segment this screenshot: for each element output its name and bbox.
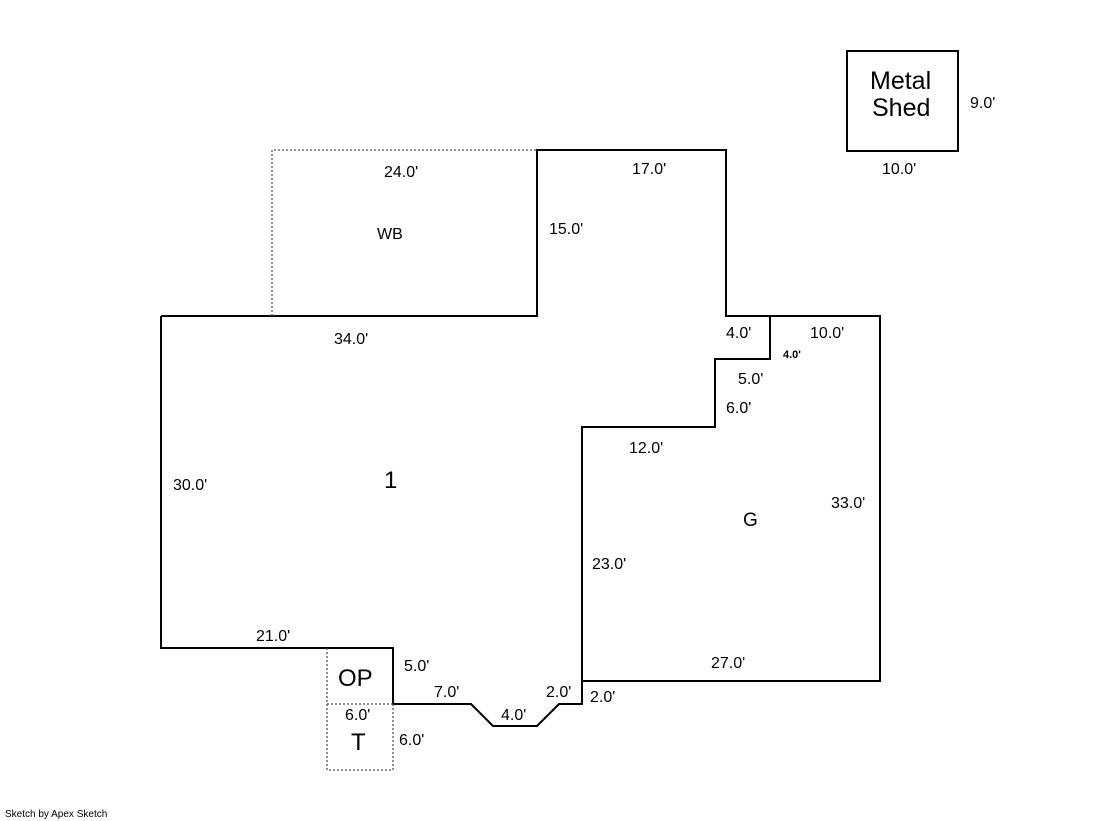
dim-label: 10.0' [810,325,844,342]
area-label-t: T [351,729,366,756]
area-label-shed-2: Shed [872,94,930,122]
dim-label: 21.0' [256,628,290,645]
dim-label: 34.0' [334,331,368,348]
area-label-op: OP [338,665,373,692]
dim-label: 30.0' [173,477,207,494]
sketch-credit: Sketch by Apex Sketch [5,809,108,820]
main-house-outline [160,149,771,727]
dim-label: 4.0' [783,349,801,361]
dim-label: 5.0' [404,658,429,675]
area-label-shed-1: Metal [870,67,931,95]
dim-label: 6.0' [345,707,370,724]
garage-outline [582,315,881,682]
dim-label: 7.0' [434,684,459,701]
dim-label: 15.0' [549,221,583,238]
dim-label: 2.0' [590,689,615,706]
metal-shed-outline [846,50,959,152]
dim-label: 27.0' [711,655,745,672]
dim-label: 9.0' [970,95,995,112]
dim-label: 6.0' [726,400,751,417]
dim-label: 5.0' [738,371,763,388]
t-outline [326,704,394,771]
area-label-garage: G [743,510,758,531]
dim-label: 6.0' [399,732,424,749]
dim-label: 4.0' [726,325,751,342]
dim-label: 10.0' [882,161,916,178]
area-label-wb: WB [377,226,403,243]
dim-label: 23.0' [592,556,626,573]
dim-label: 17.0' [632,161,666,178]
area-label-main: 1 [384,467,397,494]
dim-label: 24.0' [384,164,418,181]
dim-label: 4.0' [501,707,526,724]
dim-label: 12.0' [629,440,663,457]
dim-label: 33.0' [831,495,865,512]
dim-label: 2.0' [546,684,571,701]
wb-outline [271,149,537,316]
